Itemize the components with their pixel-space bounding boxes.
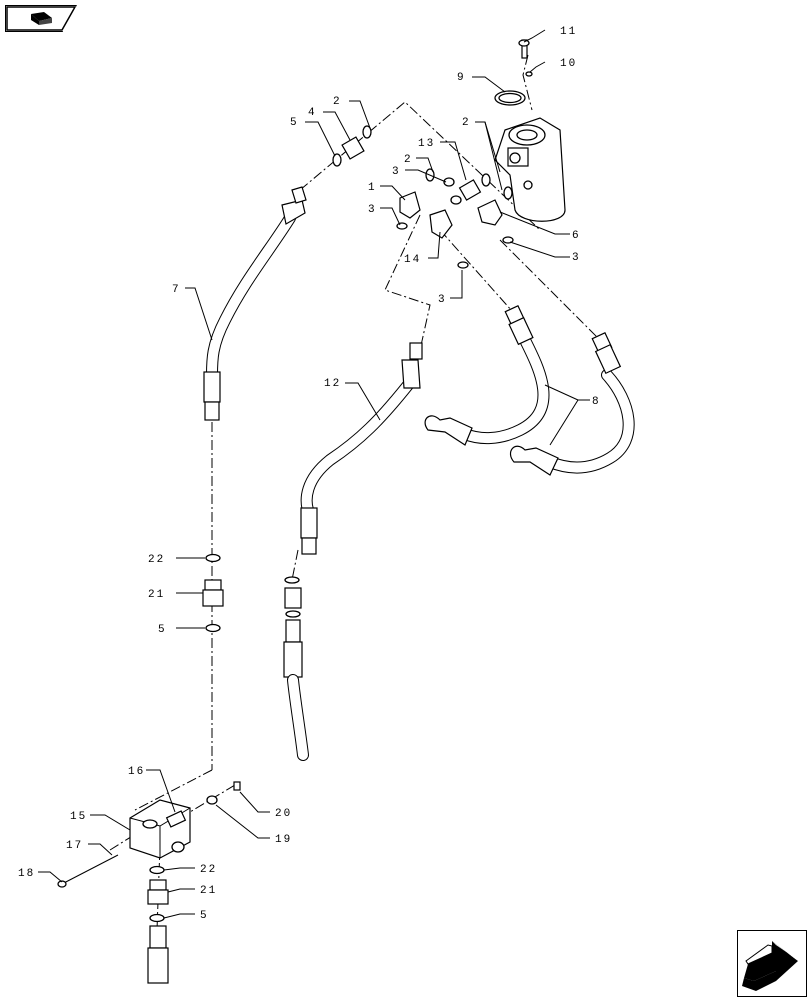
callout-1: 1 bbox=[368, 182, 377, 194]
callout-2: 2 bbox=[404, 154, 413, 166]
callout-16: 16 bbox=[128, 766, 145, 778]
hose-8-left bbox=[424, 304, 550, 446]
callout-3: 3 bbox=[572, 252, 581, 264]
parts-19-20 bbox=[206, 781, 241, 805]
book-page-icon[interactable] bbox=[5, 5, 77, 32]
callout-5: 5 bbox=[158, 624, 167, 636]
fitting-stack-upper bbox=[202, 553, 224, 633]
callout-5: 5 bbox=[290, 117, 299, 129]
callout-8: 8 bbox=[592, 396, 601, 408]
callout-20: 20 bbox=[275, 808, 292, 820]
callout-2: 2 bbox=[462, 117, 471, 129]
hose-12 bbox=[300, 342, 423, 555]
callout-2: 2 bbox=[333, 96, 342, 108]
callout-12: 12 bbox=[324, 378, 341, 390]
callout-6: 6 bbox=[572, 230, 581, 242]
callout-15: 15 bbox=[70, 811, 87, 823]
callout-9: 9 bbox=[457, 72, 466, 84]
callout-10: 10 bbox=[560, 58, 577, 70]
lower-hose bbox=[283, 576, 309, 761]
pump-housing bbox=[494, 39, 566, 222]
callout-21: 21 bbox=[200, 885, 217, 897]
callout-13: 13 bbox=[418, 138, 435, 150]
leader-lines bbox=[38, 29, 590, 919]
callout-17: 17 bbox=[66, 840, 83, 852]
callout-4: 4 bbox=[308, 107, 317, 119]
callout-19: 19 bbox=[275, 834, 292, 846]
callout-22: 22 bbox=[148, 554, 165, 566]
next-page-arrow-icon[interactable] bbox=[737, 930, 807, 997]
callout-3: 3 bbox=[392, 166, 401, 178]
bolt-17-18 bbox=[57, 854, 119, 888]
callout-11: 11 bbox=[560, 26, 577, 38]
fitting-stack-lower bbox=[147, 865, 169, 984]
callout-5: 5 bbox=[200, 910, 209, 922]
callout-7: 7 bbox=[172, 284, 181, 296]
hose-7 bbox=[203, 186, 307, 421]
callout-labels: 11 10 9 2 4 5 2 13 2 3 1 3 6 3 14 3 7 12… bbox=[18, 26, 601, 922]
callout-21: 21 bbox=[148, 589, 165, 601]
tee-block-15 bbox=[129, 799, 191, 859]
callout-14: 14 bbox=[404, 254, 421, 266]
callout-3: 3 bbox=[438, 294, 447, 306]
callout-18: 18 bbox=[18, 868, 35, 880]
callout-22: 22 bbox=[200, 864, 217, 876]
hose-8-right bbox=[509, 331, 635, 476]
callout-3: 3 bbox=[368, 204, 377, 216]
